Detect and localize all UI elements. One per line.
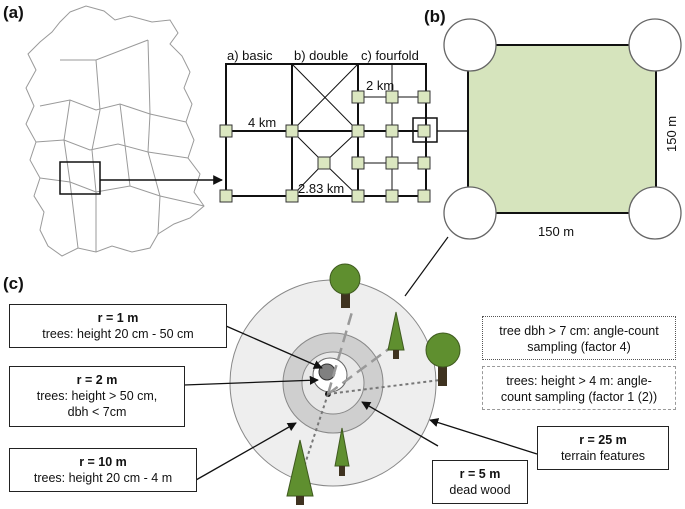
callout-r2-line1: trees: height > 50 cm, [36, 389, 158, 403]
grid-point [285, 189, 299, 203]
callout-r5-title: r = 5 m [459, 467, 501, 481]
grid-point [351, 90, 365, 104]
grid-point [219, 189, 233, 203]
callout-r10: r = 10 m trees: height 20 cm - 4 m [9, 448, 197, 492]
callout-r25: r = 25 m terrain features [537, 426, 669, 470]
callout-r25-title: r = 25 m [579, 433, 627, 447]
arrow-r25 [429, 418, 538, 455]
broadleaf-tree-2 [425, 332, 461, 386]
germany-map [25, 5, 205, 257]
panel-label-c: (c) [3, 274, 24, 293]
note-dbh-line2: sampling (factor 4) [527, 340, 631, 354]
callout-r5-text: dead wood [449, 483, 511, 497]
grid-point [385, 90, 399, 104]
grid-label-basic: a) basic [227, 48, 273, 63]
corner-subplots [443, 18, 682, 240]
note-height-line1: trees: height > 4 m: angle- [506, 374, 652, 388]
conifer-tree-1 [387, 311, 405, 359]
ring-r1 [318, 363, 336, 381]
arrow-r2 [183, 375, 319, 386]
broadleaf-tree-1 [329, 263, 361, 308]
callout-r5: r = 5 m dead wood [432, 460, 528, 504]
arrow-r5 [361, 401, 439, 447]
corner-subplot [443, 18, 497, 72]
grid-point [219, 124, 233, 138]
distance-4km: 4 km [248, 115, 276, 130]
region-highlight-box [59, 161, 101, 195]
panel-label-b: (b) [424, 7, 446, 26]
cluster-plot-square [467, 44, 657, 214]
callout-r10-title: r = 10 m [79, 455, 127, 469]
callout-r1: r = 1 m trees: height 20 cm - 50 cm [9, 304, 227, 348]
callout-r10-text: trees: height 20 cm - 4 m [33, 471, 173, 485]
corner-subplot [443, 186, 497, 240]
corner-subplot [628, 186, 682, 240]
grid-points [219, 90, 431, 203]
note-height-sampling: trees: height > 4 m: angle- count sampli… [482, 366, 676, 410]
callout-r1-text: trees: height 20 cm - 50 cm [42, 327, 194, 341]
grid-point [417, 124, 431, 138]
callout-r2-title: r = 2 m [76, 373, 118, 387]
callout-r2-line2: dbh < 7cm [67, 405, 127, 419]
arrow-r1 [225, 325, 323, 369]
corner-subplot [628, 18, 682, 72]
grid-point [351, 156, 365, 170]
callout-r1-title: r = 1 m [97, 311, 139, 325]
plot-side-bottom-label: 150 m [538, 224, 574, 239]
grid-point [385, 156, 399, 170]
note-dbh-sampling: tree dbh > 7 cm: angle-count sampling (f… [482, 316, 676, 360]
distance-2km: 2 km [366, 78, 394, 93]
note-dbh-line1: tree dbh > 7 cm: angle-count [499, 324, 659, 338]
grid-point [417, 189, 431, 203]
grid-point [385, 189, 399, 203]
grid-label-fourfold: c) fourfold [361, 48, 419, 63]
grid-label-double: b) double [294, 48, 348, 63]
distance-2-83km: 2.83 km [298, 181, 344, 196]
selected-point-box [412, 117, 438, 143]
angle-count-lines [302, 311, 441, 471]
grid-point [351, 124, 365, 138]
note-height-line2: count sampling (factor 1 (2)) [500, 390, 658, 404]
grid-point [351, 189, 365, 203]
callout-r2: r = 2 m trees: height > 50 cm, dbh < 7cm [9, 366, 185, 427]
plot-side-right-label: 150 m [664, 116, 679, 152]
grid-point [385, 124, 399, 138]
panel-label-a: (a) [3, 3, 24, 22]
conifer-tree-3 [286, 439, 314, 505]
grid-point [317, 156, 331, 170]
plot-to-subplot-line [404, 236, 449, 297]
grid-point [285, 124, 299, 138]
conifer-tree-2 [334, 427, 350, 476]
grid-point [417, 90, 431, 104]
grid-point [417, 156, 431, 170]
arrow-r10 [195, 422, 297, 481]
callout-r25-text: terrain features [560, 449, 646, 463]
